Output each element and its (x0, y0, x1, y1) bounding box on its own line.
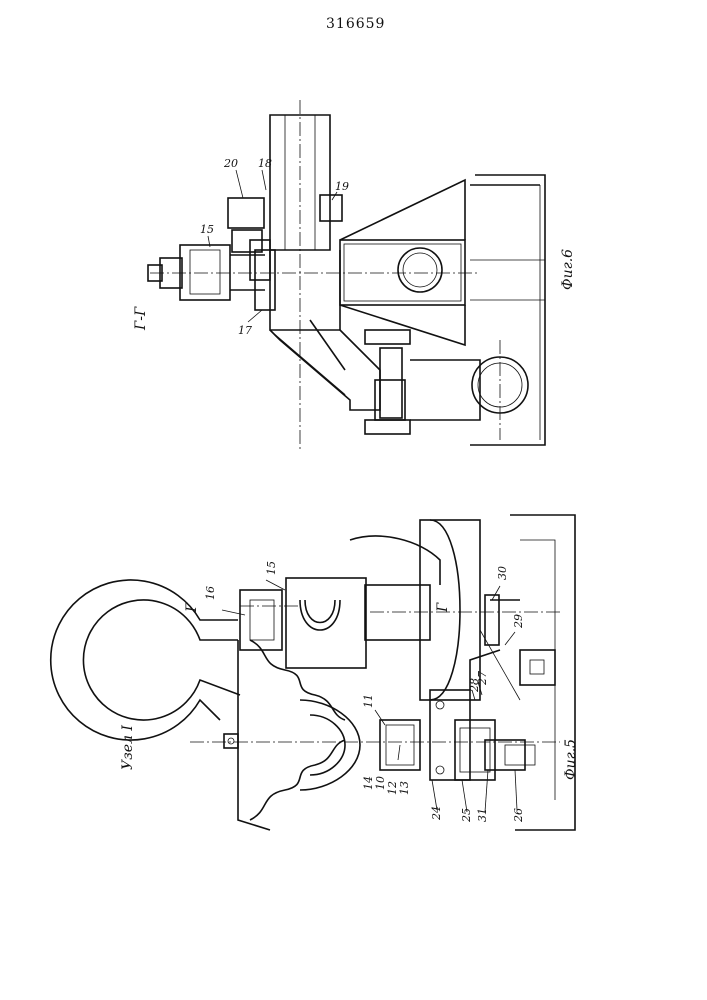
fig5-label-11: 11 (362, 694, 375, 708)
fig6-label-19: 19 (335, 180, 349, 193)
fig5-label-27: 27 (476, 671, 489, 686)
fig5-label-25: 25 (460, 808, 473, 823)
fig5-label-30: 30 (496, 566, 509, 580)
fig5-label-29: 29 (512, 614, 525, 629)
fig5-section-mark-right: Г (435, 602, 451, 613)
flange-clamp (228, 198, 264, 228)
fig6-section-label: Г-Г (133, 306, 149, 331)
fig5-label-13: 13 (398, 781, 411, 795)
valve-body (180, 245, 230, 300)
fig5-label-15: 15 (265, 561, 278, 575)
fig5-node-label: Узел I (120, 725, 136, 770)
fig5-label-24: 24 (430, 806, 443, 821)
fig6-caption: Фиг.6 (560, 249, 576, 290)
fig6-label-17: 17 (238, 324, 252, 337)
fig5-caption: Фиг.5 (563, 739, 579, 780)
fig5-drawing (51, 515, 575, 830)
fig5-label-16: 16 (204, 586, 217, 600)
fig6-label-18: 18 (258, 157, 272, 170)
fig5-section-mark-left: Г (184, 602, 200, 613)
fig6-label-15: 15 (200, 223, 214, 236)
fig6-drawing (148, 100, 545, 450)
fig5-label-31: 31 (476, 808, 489, 822)
support-box (340, 240, 465, 305)
u-pipe (51, 580, 238, 740)
fig6-label-20: 20 (223, 157, 238, 170)
fig5-label-26: 26 (512, 808, 525, 823)
